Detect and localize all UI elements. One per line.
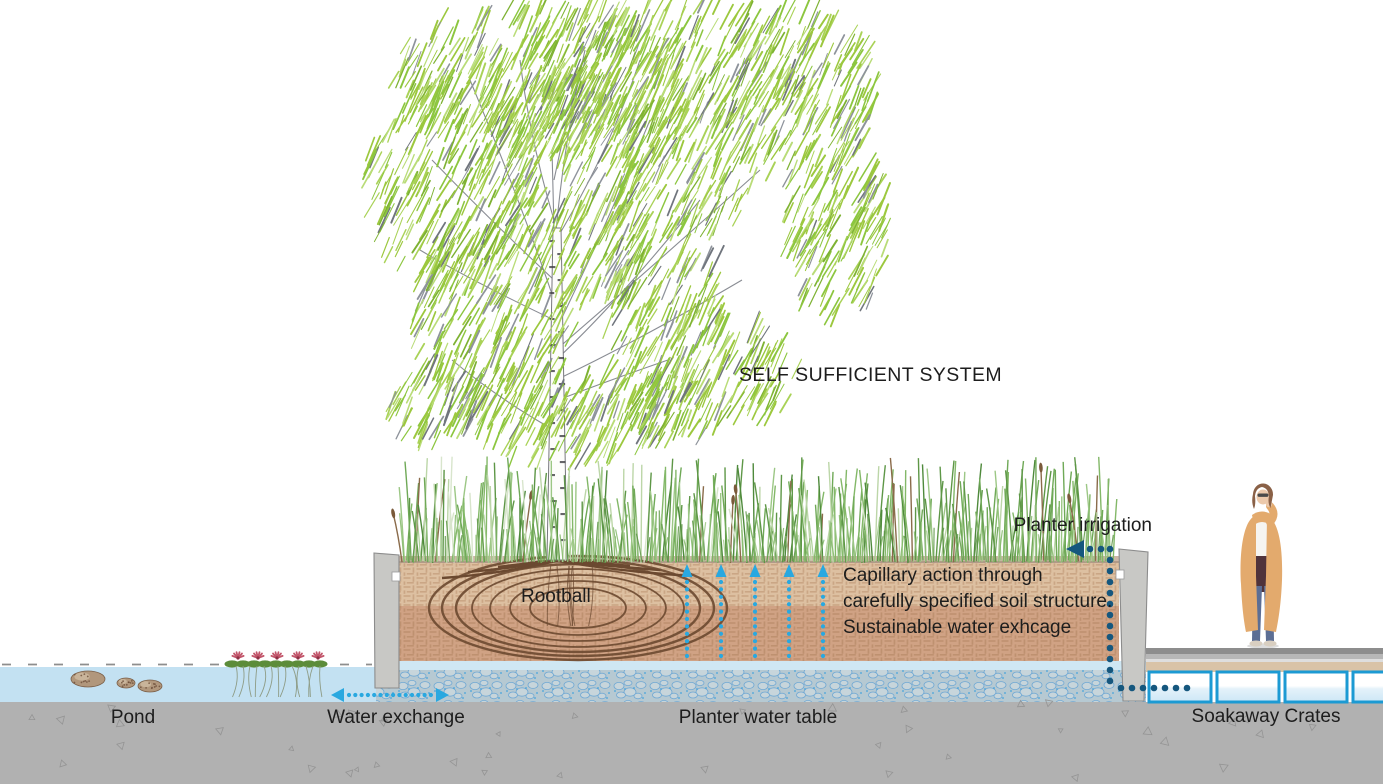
soakaway-crates-label: Soakaway Crates <box>1191 706 1341 727</box>
planter-water-table-label: Planter water table <box>678 707 838 728</box>
water-exchange-label: Water exchange <box>327 707 465 728</box>
pond-water <box>0 667 399 702</box>
irrigation-dotted-path <box>1066 540 1191 692</box>
planter-wall-right <box>1115 548 1149 702</box>
capillary-note: Capillary action through carefully speci… <box>843 563 1143 641</box>
planter-water-table <box>376 661 1146 702</box>
capillary-note-line2: carefully specified soil structure. <box>843 591 1113 612</box>
tree <box>361 0 891 561</box>
soakaway-crates-graphic <box>1147 670 1383 704</box>
pond-details <box>2 651 372 698</box>
capillary-arrows-icon <box>681 564 829 659</box>
rootball-roots <box>427 554 729 662</box>
capillary-note-line1: Capillary action through <box>843 565 1043 586</box>
planter-irrigation-label: Planter irrigation <box>1013 515 1152 536</box>
capillary-note-line3: Sustainable water exhcage <box>843 617 1072 638</box>
planter-soil <box>399 556 1119 661</box>
water-exchange-arrow-icon <box>331 688 449 702</box>
planter-wall-left <box>373 552 401 689</box>
diagram-title: SELF SUFFICIENT SYSTEM <box>739 364 1003 386</box>
pond-label: Pond <box>110 707 156 728</box>
concrete-speckles <box>28 699 1317 783</box>
walkway-deck <box>1146 648 1383 672</box>
planter-grasses <box>391 456 1118 564</box>
ground-concrete <box>0 702 1383 784</box>
person <box>1240 483 1283 649</box>
rootball-label: Rootball <box>521 586 591 607</box>
